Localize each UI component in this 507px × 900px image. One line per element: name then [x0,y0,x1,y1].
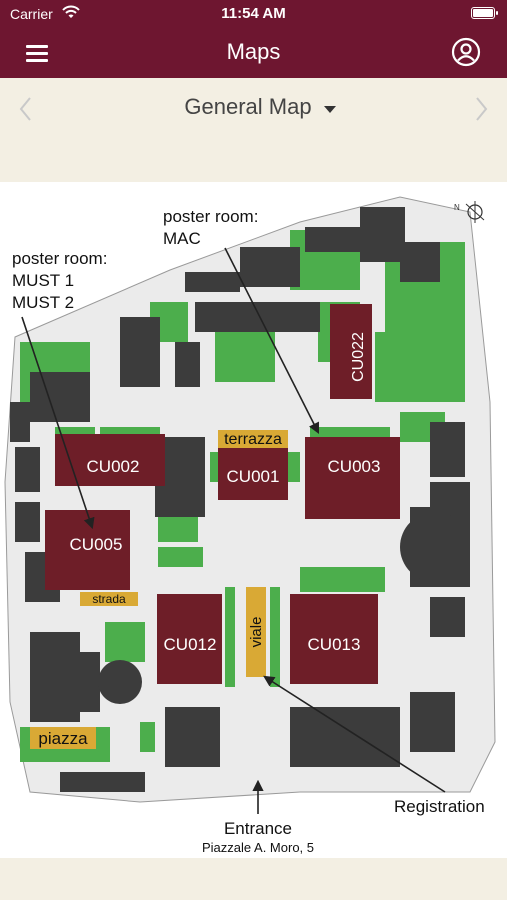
strada-label: strada [92,592,126,606]
status-bar: Carrier 11:54 AM [0,0,507,28]
poster-must-label-1: poster room: [12,249,107,268]
map-arrows [21,247,446,814]
svg-text:CU005: CU005 [70,535,123,554]
terrazza-label: terrazza [224,431,282,448]
bottom-bar [0,858,507,900]
building-cu001: CU001 [218,448,288,500]
wifi-icon [62,5,80,18]
poster-mac-label-2: MAC [163,229,201,248]
campus-map[interactable]: terrazza strada viale piazza CU002 CU001… [0,182,507,858]
entrance-label: Entrance [224,819,292,838]
page-title: Maps [226,39,281,64]
svg-text:CU012: CU012 [164,635,217,654]
poster-must-label-3: MUST 2 [12,293,74,312]
conference-buildings[interactable]: CU002 CU001 CU003 CU005 CU012 CU013 [45,304,400,684]
chevron-left-icon[interactable] [14,94,38,124]
map-selector-bar: General Map [0,78,507,142]
caret-down-icon [323,106,336,114]
battery-icon [471,7,498,19]
building-cu002: CU002 [55,434,165,486]
poster-mac-label-1: poster room: [163,207,258,226]
map-annotations: poster room: MAC poster room: MUST 1 MUS… [12,207,485,855]
svg-text:CU022: CU022 [350,332,367,382]
chevron-right-icon[interactable] [469,94,493,124]
svg-text:CU013: CU013 [308,635,361,654]
nav-bar: Maps [0,28,507,78]
registration-label: Registration [394,797,485,816]
compass-north-label: N [454,203,460,212]
address-label: Piazzale A. Moro, 5 [202,840,314,855]
map-dropdown-label: General Map [184,94,312,119]
building-cu003: CU003 [305,437,400,519]
svg-text:CU003: CU003 [328,457,381,476]
carrier-label: Carrier [10,6,53,22]
building-cu005: CU005 [45,510,130,590]
hamburger-menu-icon[interactable] [26,42,48,64]
building-cu022: CU022 [330,304,372,399]
status-time: 11:54 AM [221,5,286,22]
building-cu013: CU013 [290,594,378,684]
map-dropdown[interactable]: General Map [170,94,350,124]
building-cu012: CU012 [157,594,222,684]
svg-text:CU001: CU001 [227,467,280,486]
svg-text:CU002: CU002 [87,457,140,476]
buildings-other [10,207,470,792]
compass-icon: N [454,201,485,223]
user-circle-icon[interactable] [451,37,481,67]
area-labels: terrazza strada viale piazza [30,430,288,749]
piazza-label: piazza [38,729,88,748]
poster-must-label-2: MUST 1 [12,271,74,290]
viale-label: viale [248,617,265,648]
